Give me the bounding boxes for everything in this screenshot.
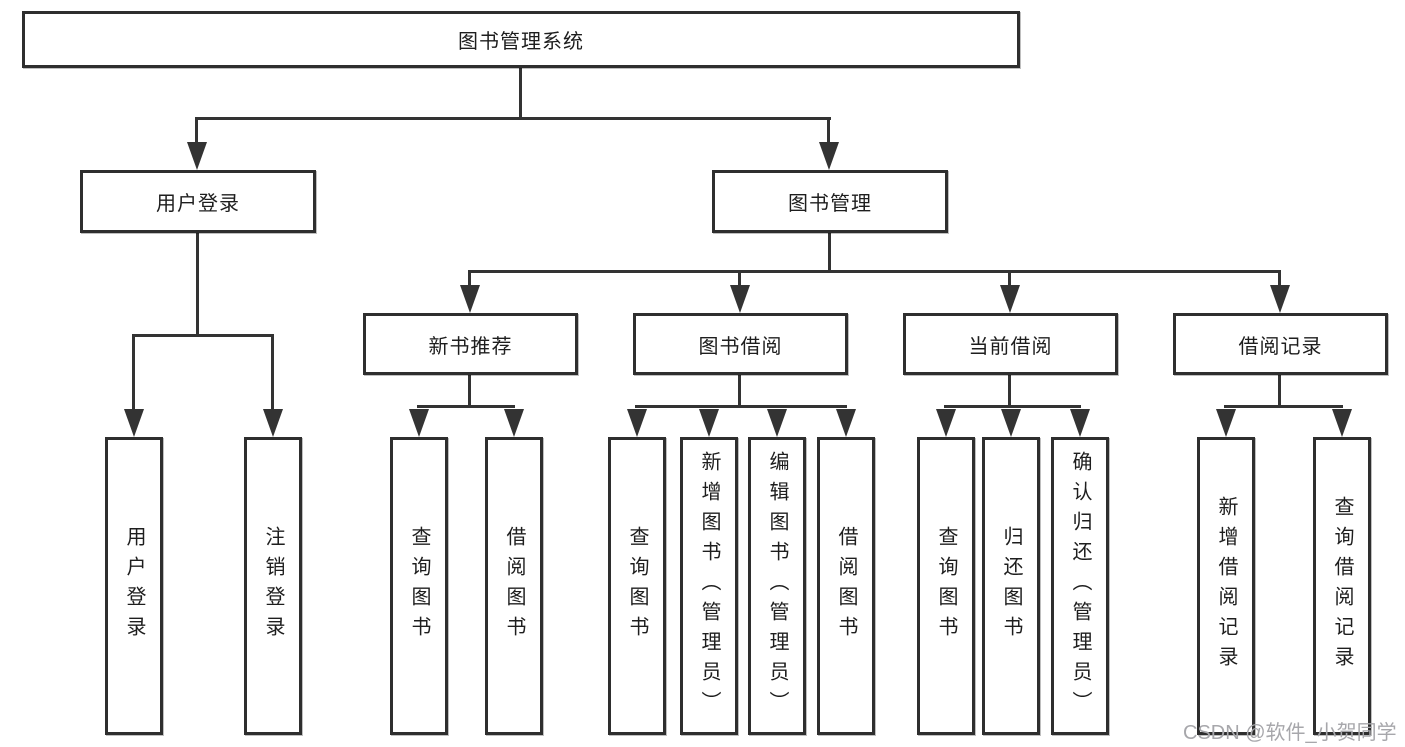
arrow-down-icon <box>936 409 956 437</box>
arrow-down-icon <box>460 285 480 313</box>
node-root: 图书管理系统 <box>22 11 1020 68</box>
node-label: 查询借阅记录 <box>1331 496 1353 676</box>
arrow-down-icon <box>819 142 839 170</box>
leaf-user-login: 用户登录 <box>105 437 163 735</box>
node-borrowing-records: 借阅记录 <box>1173 313 1388 375</box>
node-label: 归还图书 <box>1000 526 1022 646</box>
connector-line <box>195 117 198 144</box>
leaf-query-books-current: 查询图书 <box>917 437 975 735</box>
node-label: 借阅图书 <box>503 526 525 646</box>
node-label: 编辑图书（管理员） <box>766 451 788 721</box>
leaf-add-book-admin: 新增图书（管理员） <box>680 437 738 735</box>
node-book-borrowing: 图书借阅 <box>633 313 848 375</box>
node-new-book-recommendation: 新书推荐 <box>363 313 578 375</box>
node-label: 用户登录 <box>156 193 240 215</box>
node-label: 图书管理 <box>788 193 872 215</box>
node-label: 注销登录 <box>262 526 284 646</box>
connector-line <box>635 405 847 408</box>
connector-line <box>519 66 522 119</box>
arrow-down-icon <box>124 409 144 437</box>
connector-line <box>132 334 274 337</box>
watermark: CSDN @软件_小贺同学 <box>1183 722 1397 744</box>
node-current-borrowing: 当前借阅 <box>903 313 1118 375</box>
connector-line <box>1008 270 1011 287</box>
arrow-down-icon <box>187 142 207 170</box>
leaf-add-borrow-record: 新增借阅记录 <box>1197 437 1255 735</box>
node-label: 新增借阅记录 <box>1215 496 1237 676</box>
arrow-down-icon <box>1000 285 1020 313</box>
connector-line <box>828 231 831 273</box>
arrow-down-icon <box>730 285 750 313</box>
node-label: 用户登录 <box>123 526 145 646</box>
node-label: 查询图书 <box>626 526 648 646</box>
node-label: 查询图书 <box>408 526 430 646</box>
leaf-query-borrow-record: 查询借阅记录 <box>1313 437 1371 735</box>
connector-line <box>738 373 741 408</box>
leaf-edit-book-admin: 编辑图书（管理员） <box>748 437 806 735</box>
leaf-query-books-recommend: 查询图书 <box>390 437 448 735</box>
connector-line <box>1278 270 1281 287</box>
connector-line <box>417 405 515 408</box>
node-book-management: 图书管理 <box>712 170 948 233</box>
arrow-down-icon <box>767 409 787 437</box>
node-label: 确认归还（管理员） <box>1069 451 1091 721</box>
connector-line <box>944 405 1081 408</box>
node-label: 图书借阅 <box>698 335 783 358</box>
arrow-down-icon <box>1070 409 1090 437</box>
leaf-return-books: 归还图书 <box>982 437 1040 735</box>
arrow-down-icon <box>263 409 283 437</box>
arrow-down-icon <box>699 409 719 437</box>
leaf-logout: 注销登录 <box>244 437 302 735</box>
leaf-confirm-return-admin: 确认归还（管理员） <box>1051 437 1109 735</box>
arrow-down-icon <box>1270 285 1290 313</box>
connector-line <box>132 334 135 411</box>
node-label: 新书推荐 <box>428 335 513 358</box>
connector-line <box>271 334 274 411</box>
connector-line <box>468 373 471 408</box>
node-label: 当前借阅 <box>968 335 1053 358</box>
connector-line <box>827 117 830 144</box>
node-label: 查询图书 <box>935 526 957 646</box>
arrow-down-icon <box>627 409 647 437</box>
connector-line <box>468 270 1281 273</box>
arrow-down-icon <box>836 409 856 437</box>
leaf-query-books-borrowing: 查询图书 <box>608 437 666 735</box>
node-label: 借阅图书 <box>835 526 857 646</box>
node-label: 新增图书（管理员） <box>698 451 720 721</box>
node-user-login: 用户登录 <box>80 170 316 233</box>
node-label: 图书管理系统 <box>458 31 584 53</box>
connector-line <box>1008 373 1011 408</box>
connector-line <box>1278 373 1281 408</box>
arrow-down-icon <box>1216 409 1236 437</box>
arrow-down-icon <box>1332 409 1352 437</box>
connector-line <box>738 270 741 287</box>
connector-line <box>195 117 831 120</box>
arrow-down-icon <box>409 409 429 437</box>
arrow-down-icon <box>504 409 524 437</box>
arrow-down-icon <box>1001 409 1021 437</box>
connector-line <box>1224 405 1343 408</box>
leaf-borrow-books-recommend: 借阅图书 <box>485 437 543 735</box>
connector-line <box>468 270 471 287</box>
leaf-borrow-books-borrowing: 借阅图书 <box>817 437 875 735</box>
node-label: 借阅记录 <box>1238 335 1323 358</box>
connector-line <box>196 231 199 337</box>
